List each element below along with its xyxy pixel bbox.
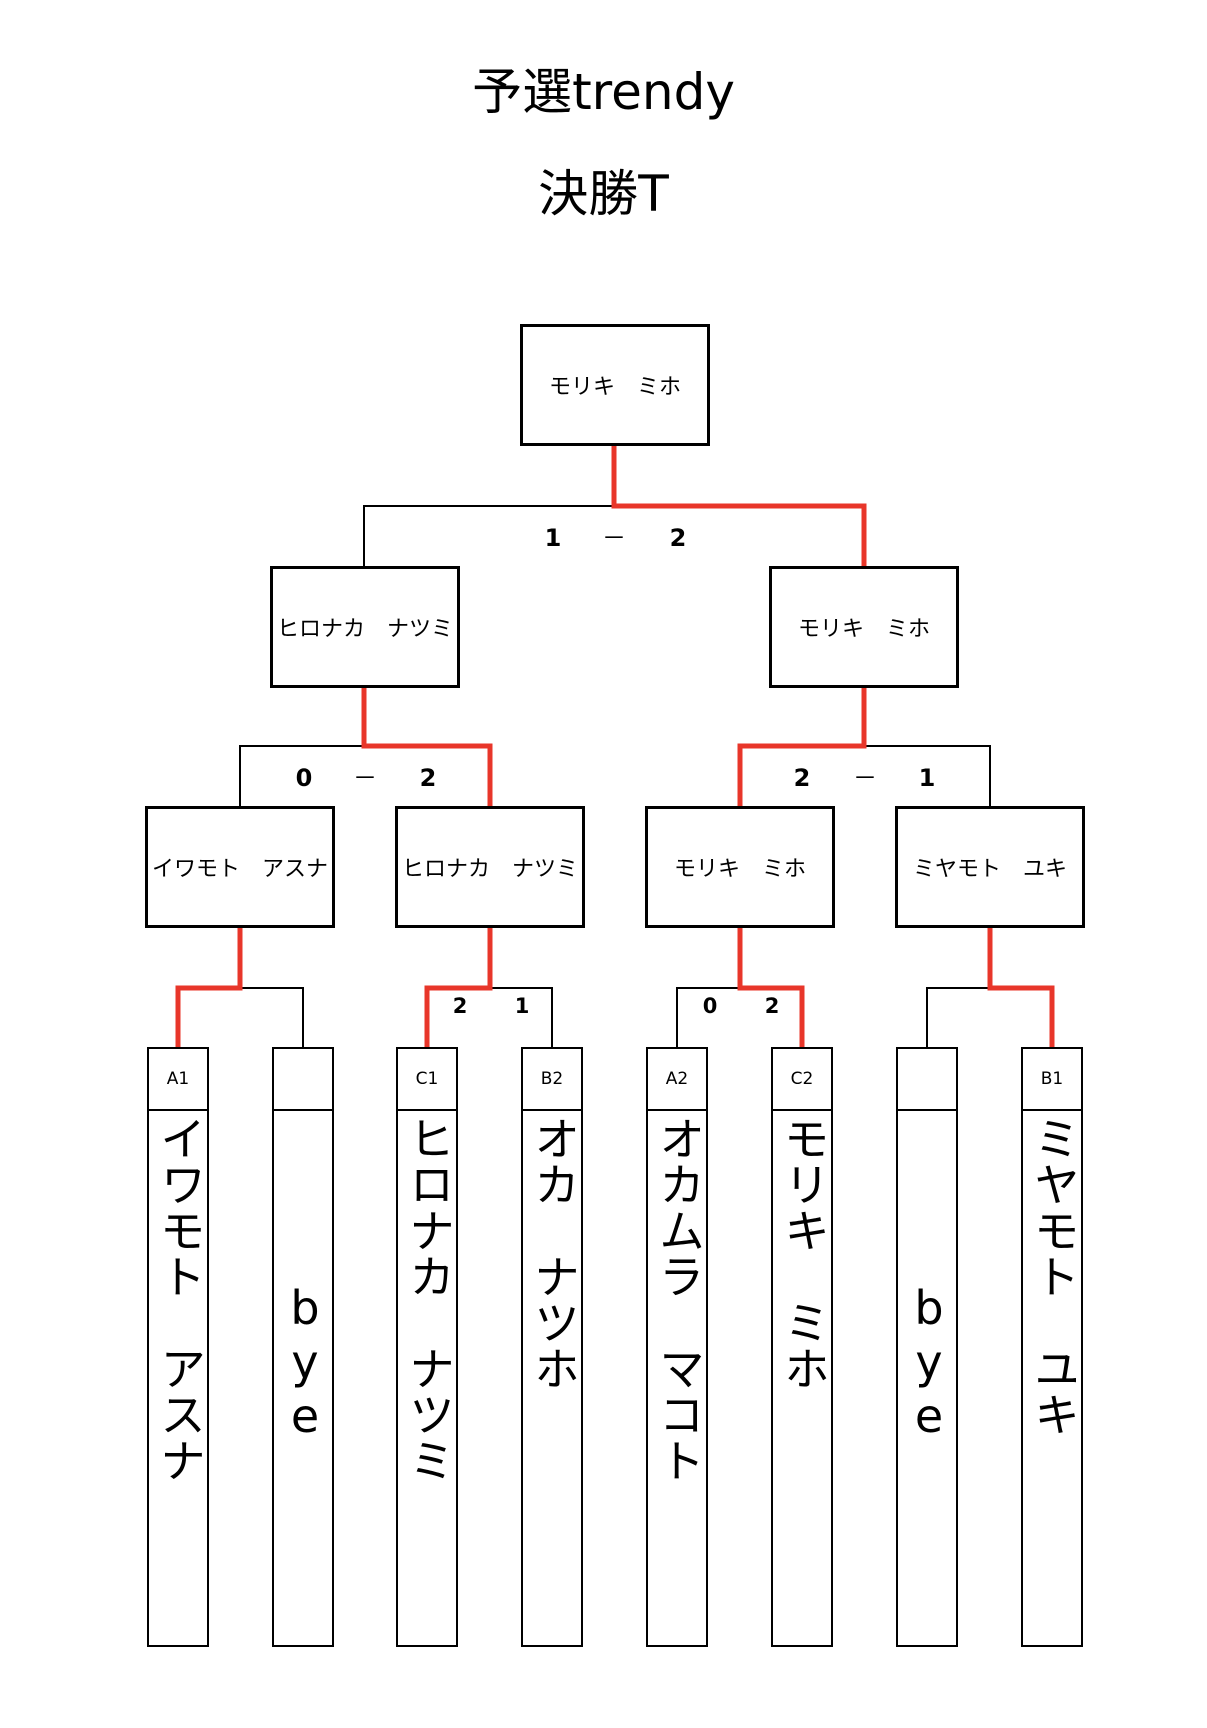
entry-name-bye: bye xyxy=(278,1281,332,1443)
quarter3-bracket-line xyxy=(676,987,803,1048)
quarter-box-3: モリキ ミホ xyxy=(645,806,835,928)
entry-name: オカ ナツホ xyxy=(527,1115,581,1391)
entry-code: C1 xyxy=(398,1049,456,1111)
semi-right-score-right: 1 xyxy=(918,764,936,792)
quarter-name-1: イワモト アスナ xyxy=(151,857,328,882)
entry-name: イワモト アスナ xyxy=(153,1115,207,1483)
quarter2-score-right: 1 xyxy=(514,994,530,1018)
semi-box-right: モリキ ミホ xyxy=(769,566,959,688)
final-score-dash: － xyxy=(602,524,626,552)
champion-name: モリキ ミホ xyxy=(548,375,681,400)
entry-name: ヒロナカ ナツミ xyxy=(402,1115,456,1483)
entry-code: A1 xyxy=(149,1049,207,1111)
quarter3-score-left: 0 xyxy=(702,994,718,1018)
entry-column-3: C1 ヒロナカ ナツミ xyxy=(396,1047,458,1647)
entry-column-2: bye xyxy=(272,1047,334,1647)
quarter2-score-left: 2 xyxy=(452,994,468,1018)
entry-name: オカムラ マコト xyxy=(652,1115,706,1483)
semi-right-win-line xyxy=(737,686,867,806)
champion-box: モリキ ミホ xyxy=(520,324,710,446)
quarter-box-2: ヒロナカ ナツミ xyxy=(395,806,585,928)
page-title: 予選trendy xyxy=(472,63,735,121)
entry-column-8: B1 ミヤモト ユキ xyxy=(1021,1047,1083,1647)
entry-column-4: B2 オカ ナツホ xyxy=(521,1047,583,1647)
quarter1-bracket-line xyxy=(177,987,304,1048)
quarter1-win-line xyxy=(175,926,243,1048)
quarter4-win-line xyxy=(987,926,1055,1048)
semi-left-score-left: 0 xyxy=(295,764,313,792)
entry-name-bye: bye xyxy=(902,1281,956,1443)
entry-code xyxy=(274,1049,332,1111)
final-score-left: 1 xyxy=(544,524,562,552)
entry-code: A2 xyxy=(648,1049,706,1111)
quarter-box-1: イワモト アスナ xyxy=(145,806,335,928)
quarter3-score-right: 2 xyxy=(764,994,780,1018)
entry-column-5: A2 オカムラ マコト xyxy=(646,1047,708,1647)
quarter-name-2: ヒロナカ ナツミ xyxy=(401,857,578,882)
entry-code xyxy=(898,1049,956,1111)
quarter-name-3: モリキ ミホ xyxy=(673,857,806,882)
quarter2-bracket-line xyxy=(426,987,553,1048)
quarter3-win-line xyxy=(737,926,805,1048)
semi-box-left: ヒロナカ ナツミ xyxy=(270,566,460,688)
semi-right-score-left: 2 xyxy=(793,764,811,792)
quarter2-win-line xyxy=(424,926,493,1048)
quarter-name-4: ミヤモト ユキ xyxy=(912,857,1067,882)
entry-code: C2 xyxy=(773,1049,831,1111)
entry-name: ミヤモト ユキ xyxy=(1027,1115,1081,1437)
semi-left-score-right: 2 xyxy=(419,764,437,792)
final-score-right: 2 xyxy=(669,524,687,552)
entry-column-1: A1 イワモト アスナ xyxy=(147,1047,209,1647)
quarter-box-4: ミヤモト ユキ xyxy=(895,806,1085,928)
entry-column-7: bye xyxy=(896,1047,958,1647)
entry-name: モリキ ミホ xyxy=(777,1115,831,1391)
entry-column-6: C2 モリキ ミホ xyxy=(771,1047,833,1647)
semi-name-right: モリキ ミホ xyxy=(797,617,930,642)
semi-left-score-dash: － xyxy=(353,764,377,792)
page-subtitle: 決勝T xyxy=(538,165,669,223)
final-win-line xyxy=(611,446,867,566)
entry-code: B2 xyxy=(523,1049,581,1111)
quarter4-bracket-line xyxy=(926,987,1053,1048)
semi-right-score-dash: － xyxy=(853,764,877,792)
semi-name-left: ヒロナカ ナツミ xyxy=(276,617,453,642)
semi-left-win-line xyxy=(361,686,493,806)
entry-code: B1 xyxy=(1023,1049,1081,1111)
